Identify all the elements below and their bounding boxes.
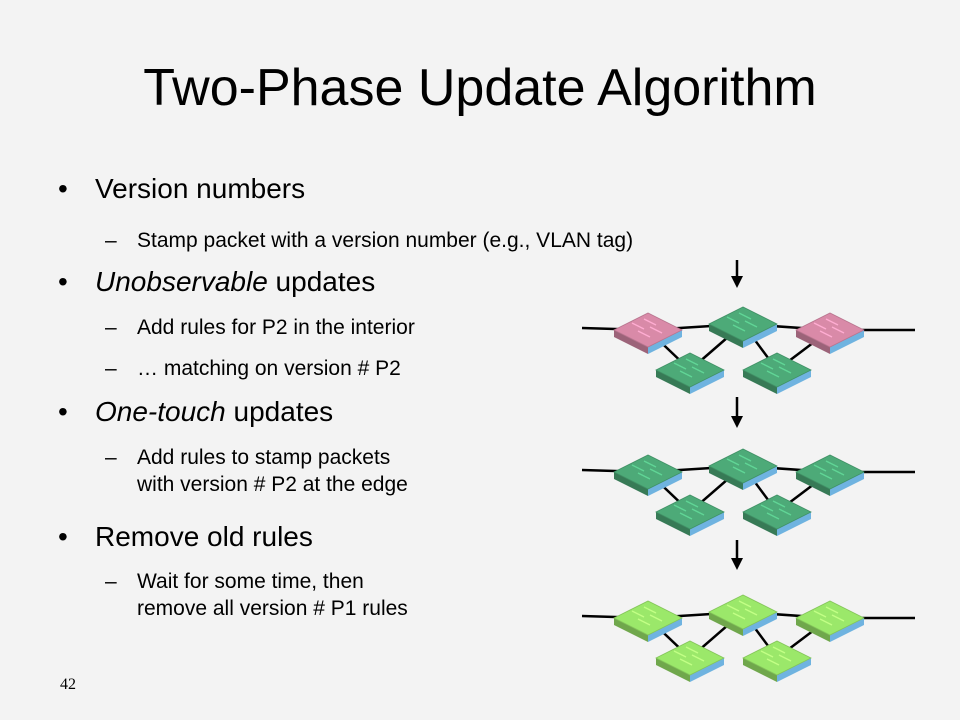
network-switch-icon	[742, 640, 812, 682]
sub-bullet-stamp-edge: –Add rules to stamp packets with version…	[105, 444, 408, 496]
sub-dash: –	[105, 229, 117, 252]
network-switch-icon	[708, 306, 778, 348]
sub-dash: –	[105, 316, 117, 339]
down-arrow-icon	[731, 397, 743, 428]
sub-bullet-wait-remove: –Wait for some time, then remove all ver…	[105, 568, 408, 620]
network-stage-1	[581, 306, 915, 394]
bullet-emph: Unobservable	[95, 266, 268, 297]
bullet-dot: •	[58, 396, 68, 427]
network-update-diagram	[581, 260, 915, 682]
network-switch-icon	[742, 494, 812, 536]
bullet-one-touch-updates: • One-touch updates	[58, 396, 333, 428]
bullet-dot: •	[58, 266, 68, 297]
sub-text: Wait for some time, then	[137, 570, 364, 593]
network-switch-icon	[795, 600, 865, 642]
network-switch-icon	[708, 448, 778, 490]
bullet-unobservable-updates: • Unobservable updates	[58, 266, 375, 298]
page-number: 42	[60, 676, 76, 693]
sub-bullet-matching-version: –… matching on version # P2	[105, 355, 401, 382]
sub-bullet-add-rules-interior: –Add rules for P2 in the interior	[105, 314, 415, 341]
bullet-dot: •	[58, 521, 68, 552]
sub-text: Add rules to stamp packets	[137, 446, 391, 469]
network-switch-icon	[613, 600, 683, 642]
sub-bullet-stamp: –Stamp packet with a version number (e.g…	[105, 227, 633, 254]
bullet-emph: One-touch	[95, 396, 226, 427]
bullet-version-numbers: • Version numbers	[58, 173, 305, 205]
sub-dash: –	[105, 446, 117, 469]
sub-text-continued: remove all version # P1 rules	[137, 597, 408, 620]
network-switch-icon	[655, 640, 725, 682]
sub-dash: –	[105, 570, 117, 593]
network-stage-3	[581, 594, 915, 682]
sub-text: Add rules for P2 in the interior	[137, 316, 415, 339]
bullet-dot: •	[58, 173, 68, 204]
bullet-text: updates	[267, 266, 376, 297]
bullet-text: Remove old rules	[95, 521, 313, 552]
network-switch-icon	[655, 494, 725, 536]
network-switch-icon	[742, 352, 812, 394]
bullet-text: updates	[225, 396, 334, 427]
network-switch-icon	[613, 312, 683, 354]
down-arrow-icon	[731, 540, 743, 570]
network-switch-icon	[795, 312, 865, 354]
bullet-remove-old-rules: • Remove old rules	[58, 521, 313, 553]
sub-text: … matching on version # P2	[137, 357, 401, 380]
slide-title: Two-Phase Update Algorithm	[143, 59, 817, 117]
network-stage-2	[581, 448, 915, 536]
sub-text: Stamp packet with a version number (e.g.…	[137, 229, 634, 252]
network-switch-icon	[613, 454, 683, 496]
down-arrow-icon	[731, 260, 743, 288]
network-switch-icon	[795, 454, 865, 496]
network-switch-icon	[655, 352, 725, 394]
sub-dash: –	[105, 357, 117, 380]
sub-text-continued: with version # P2 at the edge	[137, 473, 408, 496]
bullet-text: Version numbers	[95, 173, 306, 204]
network-switch-icon	[708, 594, 778, 636]
